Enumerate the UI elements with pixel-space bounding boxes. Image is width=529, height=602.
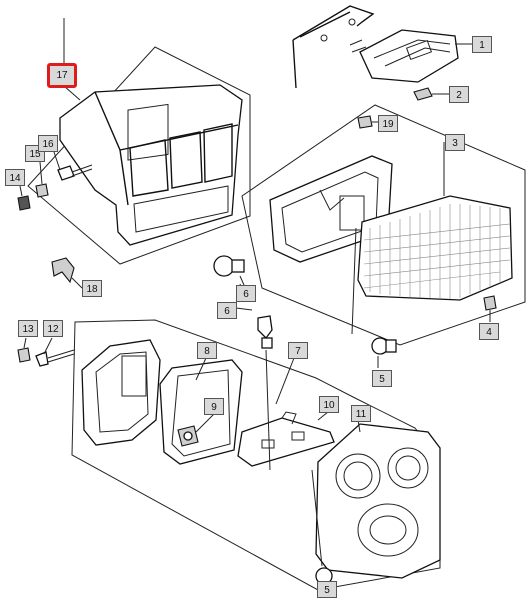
plate-lamp-assembly — [292, 5, 473, 101]
callout-18[interactable]: 18 — [82, 280, 102, 297]
callout-14[interactable]: 14 — [5, 169, 25, 186]
callout-10[interactable]: 10 — [319, 396, 339, 413]
callout-5-lower[interactable]: 5 — [317, 581, 337, 598]
housing-screws — [17, 151, 93, 211]
callout-5-upper[interactable]: 5 — [372, 370, 392, 387]
housing-box — [27, 18, 251, 265]
callout-11[interactable]: 11 — [351, 405, 371, 422]
callout-9[interactable]: 9 — [204, 398, 224, 415]
callout-3[interactable]: 3 — [445, 134, 465, 151]
callout-17-selected[interactable]: 17 — [47, 63, 77, 88]
callout-19[interactable]: 19 — [378, 115, 398, 132]
lower-lamp-assembly — [17, 315, 441, 591]
callout-6-upper[interactable]: 6 — [236, 285, 256, 302]
callout-16[interactable]: 16 — [38, 135, 58, 152]
callout-1[interactable]: 1 — [472, 36, 492, 53]
callout-2[interactable]: 2 — [449, 86, 469, 103]
callout-7[interactable]: 7 — [288, 342, 308, 359]
callout-13[interactable]: 13 — [18, 320, 38, 337]
callout-12[interactable]: 12 — [43, 320, 63, 337]
callout-8[interactable]: 8 — [197, 342, 217, 359]
rear-lamp-assembly — [213, 104, 526, 368]
callout-4[interactable]: 4 — [479, 323, 499, 340]
clip — [51, 257, 83, 289]
callout-6-lower[interactable]: 6 — [217, 302, 237, 319]
